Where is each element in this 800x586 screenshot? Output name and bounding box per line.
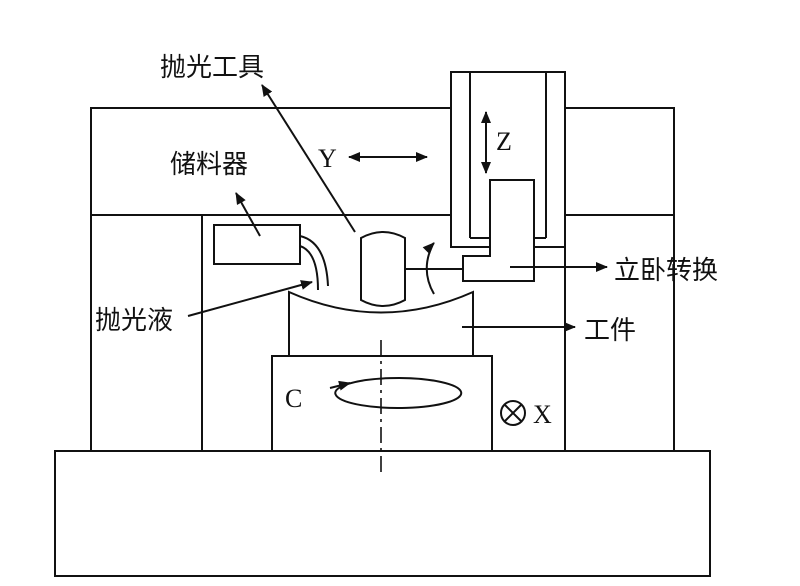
label-y-axis: Y (318, 144, 337, 173)
fluid-pipe-inner (299, 245, 319, 291)
workpiece (288, 290, 474, 357)
leader-polishing-tool (261, 84, 356, 233)
label-storage: 储料器 (170, 150, 248, 180)
label-workpiece: 工件 (584, 316, 636, 346)
label-vh-switch: 立卧转换 (614, 256, 718, 286)
c-rotation-ellipse (334, 377, 463, 410)
rotary-table (271, 355, 493, 452)
label-z-axis: Z (496, 127, 512, 156)
label-x-axis: X (533, 400, 552, 429)
label-polishing-fluid: 抛光液 (95, 306, 173, 336)
leader-storage (235, 192, 261, 237)
c-rotation-arrow (329, 380, 351, 391)
polishing-tool (360, 231, 406, 307)
leader-polishing-fluid (187, 280, 313, 317)
label-c-axis: C (285, 384, 302, 413)
fluid-pipe-outer (299, 235, 329, 287)
machine-base (54, 450, 711, 577)
vh-switch-head (462, 179, 535, 282)
label-polishing-tool: 抛光工具 (160, 53, 264, 83)
x-axis-symbol-cross-b (504, 404, 522, 422)
spindle-rotation-arrow (422, 242, 435, 255)
